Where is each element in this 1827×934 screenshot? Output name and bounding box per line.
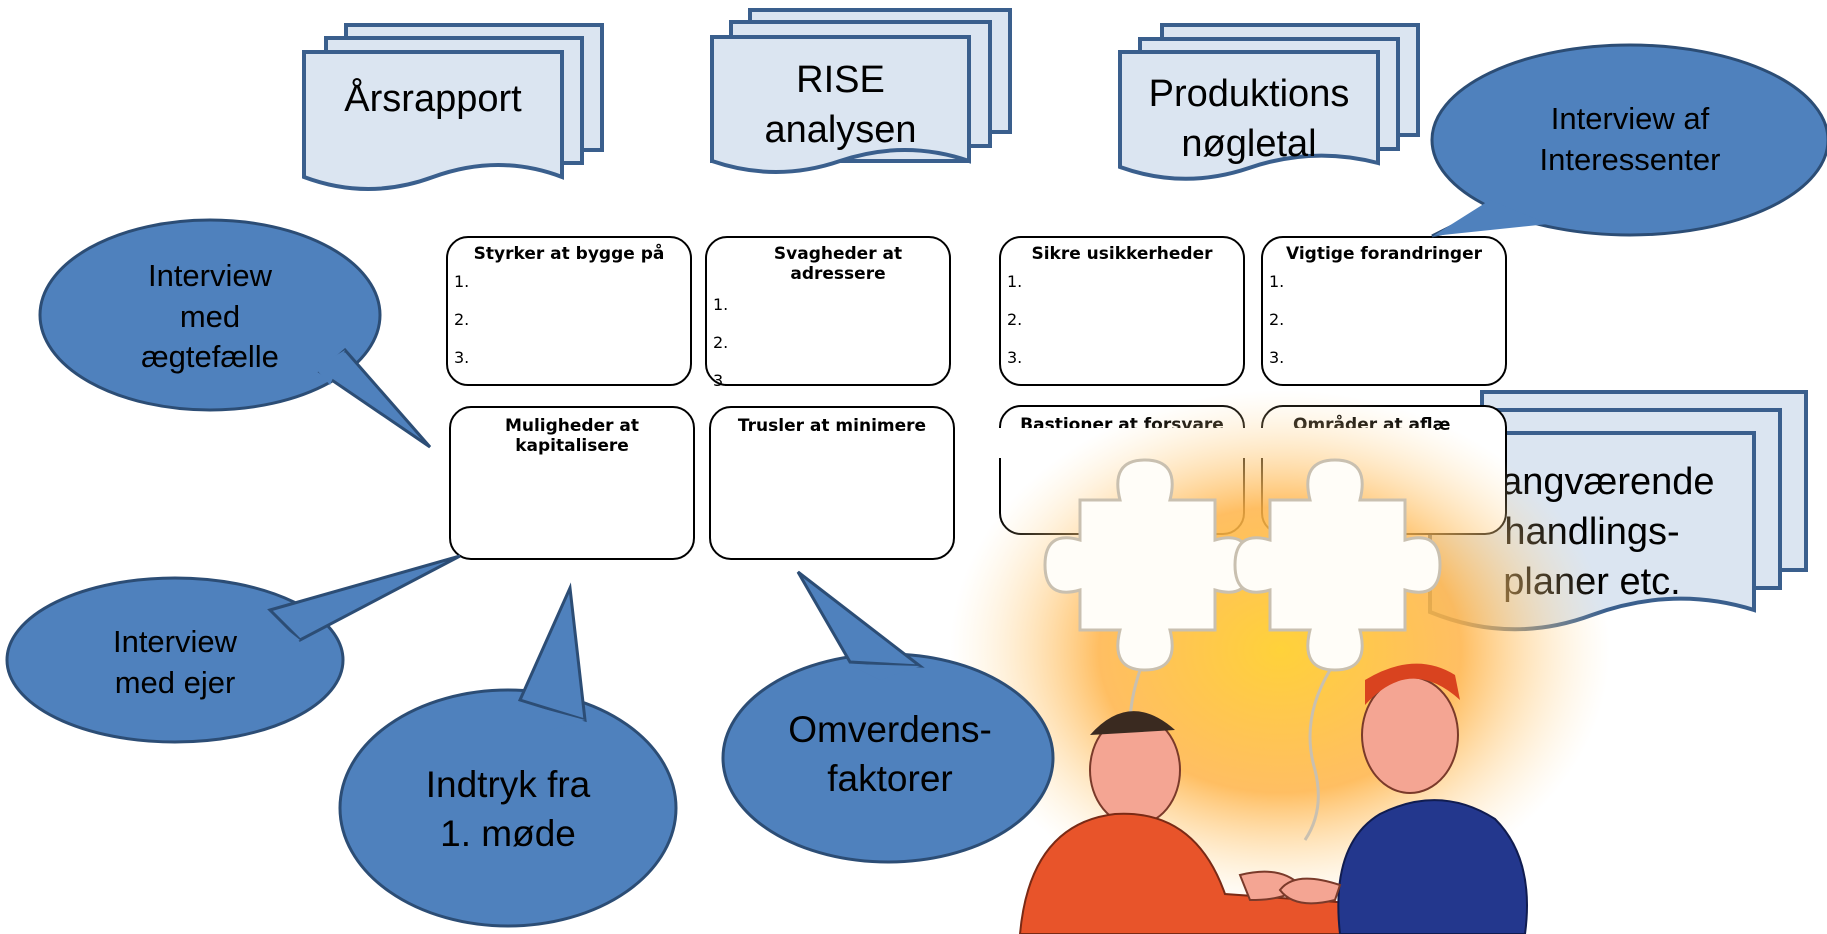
box-trusler: Trusler at minimere — [709, 406, 955, 560]
bubble-omverdens — [721, 570, 1055, 864]
box-vigtige: Vigtige forandringer 1. 2. 3. — [1261, 236, 1507, 386]
list-item: 1. — [1269, 272, 1285, 292]
list-item: 2. — [454, 310, 470, 330]
box-title-muligheder: Muligheder at kapitalisere — [504, 416, 640, 457]
document-stack-aarsrapport — [302, 23, 604, 191]
list-item: 3. — [1007, 348, 1023, 368]
list-item: 2. — [1269, 310, 1285, 330]
bubble-label-aegtefaelle: Interview med ægtefælle — [141, 257, 279, 375]
bubble-label-interessenter: Interview af Interessenter — [1539, 101, 1721, 177]
document-label-produktion: Produktions nøgletal — [1148, 72, 1350, 165]
list-item: 2. — [713, 332, 729, 352]
box-list-sikre: 1. 2. 3. — [1001, 272, 1243, 384]
document-stack-rise — [710, 8, 1012, 174]
box-list-styrker: 1. 2. 3. — [448, 272, 690, 384]
box-title-vigtige: Vigtige forandringer — [1285, 244, 1483, 264]
box-title-svagheder: Svagheder at adressere — [773, 244, 903, 285]
bubble-aegtefaelle — [38, 218, 432, 449]
box-list-vigtige: 1. 2. 3. — [1263, 272, 1505, 384]
list-item: 3. — [454, 348, 470, 368]
bubble-label-indtryk: Indtryk fra 1. møde — [425, 764, 591, 854]
bubble-label-omverdens: Omverdens- faktorer — [788, 709, 992, 799]
document-label-rise: RISE analysen — [764, 58, 917, 151]
list-item: 1. — [713, 294, 729, 314]
box-muligheder: Muligheder at kapitalisere — [449, 406, 695, 560]
box-sikre: Sikre usikkerheder 1. 2. 3. — [999, 236, 1245, 386]
list-item: 1. — [454, 272, 470, 292]
box-title-styrker: Styrker at bygge på — [473, 244, 665, 264]
box-styrker: Styrker at bygge på 1. 2. 3. — [446, 236, 692, 386]
bubble-indtryk — [338, 582, 678, 928]
box-svagheder: Svagheder at adressere 1. 2. 3. — [705, 236, 951, 390]
list-item: 3. — [713, 370, 729, 390]
list-item: 1. — [1007, 272, 1023, 292]
bubble-label-ejer: Interview med ejer — [112, 624, 238, 700]
box-title-trusler: Trusler at minimere — [737, 416, 927, 436]
bubble-interessenter — [1430, 43, 1827, 238]
document-stack-produktion — [1118, 23, 1420, 181]
box-title-sikre: Sikre usikkerheder — [1031, 244, 1213, 264]
document-label-aarsrapport: Årsrapport — [344, 77, 522, 120]
bubble-ejer — [5, 554, 461, 744]
list-item: 3. — [1269, 348, 1285, 368]
box-list-svagheder: 1. 2. 3. — [707, 295, 949, 409]
list-item: 2. — [1007, 310, 1023, 330]
